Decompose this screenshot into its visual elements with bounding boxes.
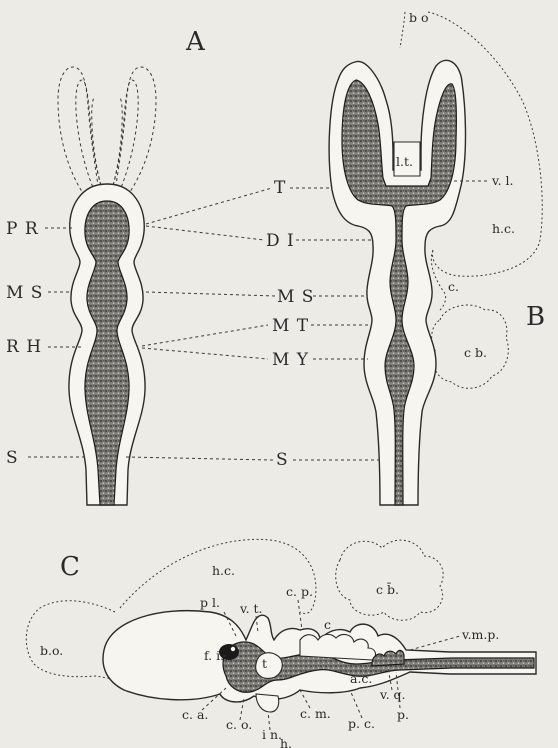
hypophysis [256,694,279,712]
cerebellum-outline-c [336,540,443,620]
label-di: D I [266,231,295,251]
label-ca: c. a. [182,707,208,722]
label-vt: v. t. [239,601,263,616]
label-t: T [274,178,286,198]
label-s-a: S [6,448,19,468]
panel-c-letter: C [60,552,80,582]
label-hc-c: h.c. [212,563,235,578]
label-cb-c: c b̄. [376,581,399,597]
label-rh: R H [6,337,42,357]
label-c-b: c. [448,279,459,294]
label-cm: c. m. [300,706,331,721]
label-bo-c: b.o. [40,643,63,658]
label-ac: a.c. [350,671,372,686]
future-hemisphere-outline-left [58,67,100,205]
label-t-c: t [262,656,267,671]
label-in: i n. [262,727,282,742]
label-s-b: S [276,450,289,470]
label-co: c. o. [226,717,252,732]
label-fi: f. i. [204,648,224,663]
panel-a-letter: A [185,27,206,57]
label-pr: P R [6,219,39,239]
panel-c [26,539,536,712]
label-ms-a: M S [6,283,43,303]
label-pc: p. c. [348,716,375,731]
label-mt: M T [272,316,309,336]
leader-vmp [410,636,460,650]
label-cp: c. p. [286,584,313,599]
connecting-leaders [126,188,276,460]
label-hc-b: h.c. [492,221,515,236]
panel-b-letter: B [526,302,545,332]
label-vl: v. l. [491,173,514,188]
foramen-highlight [231,647,235,651]
label-c-c: c [324,617,331,632]
future-hemisphere-outline-right [114,67,156,205]
label-pl: p l. [200,595,220,610]
label-p: p. [397,707,409,722]
thalamus [256,653,283,679]
label-lt: l.t. [396,154,413,169]
label-ms-b: M S [277,287,314,307]
panel-a [28,67,156,505]
olfactory-bulb-outline [400,12,405,48]
label-my: M Y [272,350,309,370]
label-cb-b: c b. [464,345,487,360]
label-vmp: v.m.p. [461,627,499,642]
panel-b [329,12,542,505]
label-h: h. [280,736,292,748]
label-bo-b: b o [409,10,429,25]
